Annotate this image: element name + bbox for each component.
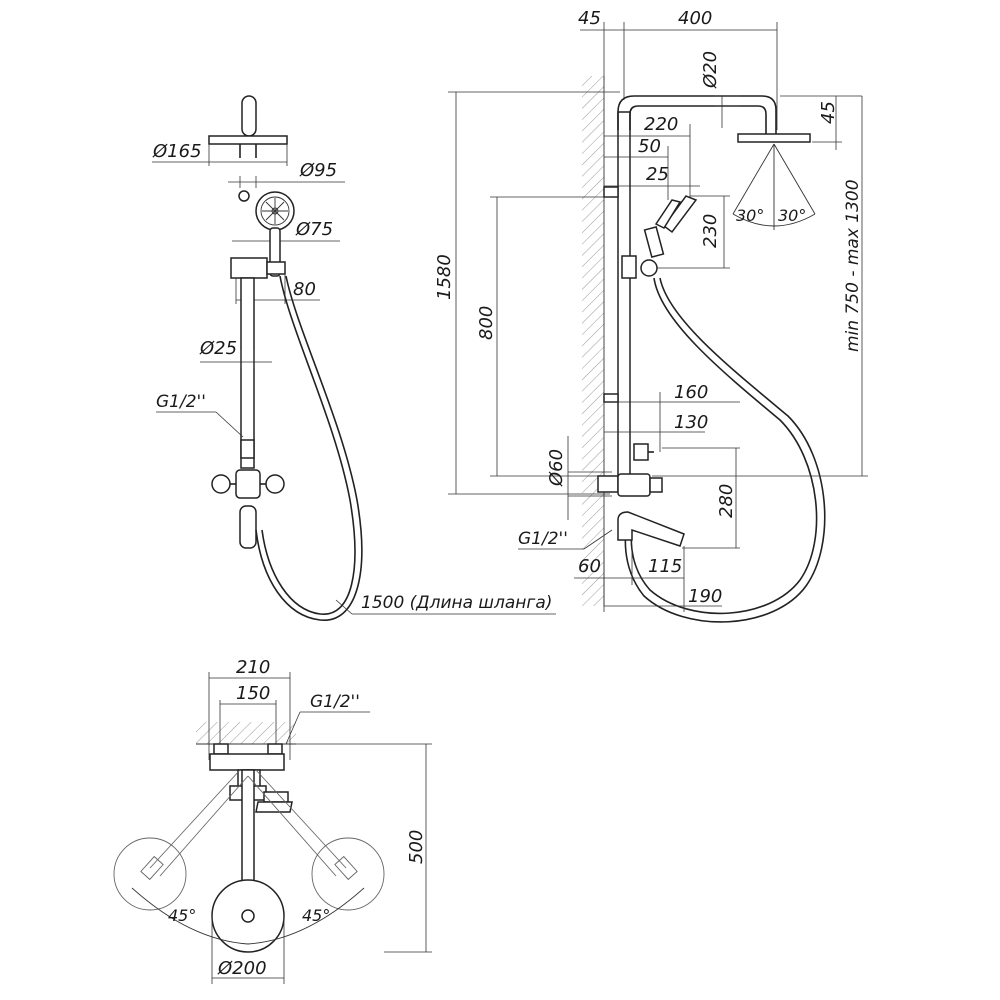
side-mixer-body <box>617 473 651 497</box>
top-angle-right: 45° <box>302 906 330 925</box>
angle-right: 30° <box>778 206 806 225</box>
dim-230: 230 <box>700 214 721 248</box>
dim-150: 150 <box>236 683 270 704</box>
dim-115: 115 <box>648 556 682 577</box>
top-wall <box>196 722 296 744</box>
side-slider <box>621 255 637 279</box>
side-top-arm <box>617 95 777 134</box>
dim-45-right: 45 <box>818 101 839 124</box>
front-spout <box>239 505 257 549</box>
side-view: 45 400 Ø20 45 30° 30° 220 50 2 <box>434 8 868 623</box>
dim-190: 190 <box>688 586 722 607</box>
wall <box>582 76 604 606</box>
dim-220: 220 <box>644 114 678 135</box>
top-angle-left: 45° <box>168 906 196 925</box>
side-thread-label: G1/2'' <box>518 529 568 549</box>
top-mixer-body <box>209 753 285 771</box>
dim-d165: Ø165 <box>152 141 202 162</box>
dim-60: 60 <box>578 556 601 577</box>
side-shower-head <box>737 133 811 143</box>
dim-50: 50 <box>638 136 661 157</box>
side-spout <box>617 511 685 547</box>
hand-shower-face <box>255 191 295 231</box>
dim-500: 500 <box>406 830 427 864</box>
side-hand-shower <box>643 195 698 258</box>
dim-d75: Ø75 <box>295 219 333 240</box>
dim-d200: Ø200 <box>217 958 267 979</box>
dim-800: 800 <box>476 306 497 340</box>
front-slider <box>230 257 268 279</box>
front-view: Ø165 Ø95 Ø75 80 <box>152 95 556 621</box>
front-rail <box>240 277 255 469</box>
dim-130: 130 <box>674 412 708 433</box>
dim-25: 25 <box>646 164 669 185</box>
dim-height-range: min 750 - max 1300 <box>843 179 863 352</box>
top-thread-label: G1/2'' <box>310 692 360 712</box>
ghost-head-right <box>311 837 385 911</box>
front-handle-left <box>211 474 231 494</box>
side-hose <box>630 277 818 615</box>
dim-280: 280 <box>716 484 737 518</box>
dim-160: 160 <box>674 382 708 403</box>
side-wall-connector <box>597 475 619 493</box>
dim-d20: Ø20 <box>700 51 721 89</box>
side-rail <box>617 111 631 483</box>
dim-d95: Ø95 <box>299 160 337 181</box>
front-hose <box>261 275 356 615</box>
angle-left: 30° <box>736 206 764 225</box>
top-view: 210 150 G1/2'' 45° <box>113 657 432 984</box>
dim-400: 400 <box>678 8 712 29</box>
front-mixer-body <box>235 469 261 499</box>
front-shower-head <box>208 135 288 145</box>
front-top-rod <box>241 95 257 137</box>
dim-45-top: 45 <box>578 8 601 29</box>
ghost-head-left <box>113 837 187 911</box>
dim-1580: 1580 <box>434 254 455 300</box>
dim-d60: Ø60 <box>546 449 567 487</box>
front-handle-right <box>265 474 285 494</box>
dim-d25: Ø25 <box>199 338 237 359</box>
dim-80: 80 <box>293 279 316 300</box>
hose-length-label: 1500 (Длина шланга) <box>361 593 552 613</box>
front-thread-label: G1/2'' <box>156 392 206 412</box>
dim-210: 210 <box>236 657 270 678</box>
